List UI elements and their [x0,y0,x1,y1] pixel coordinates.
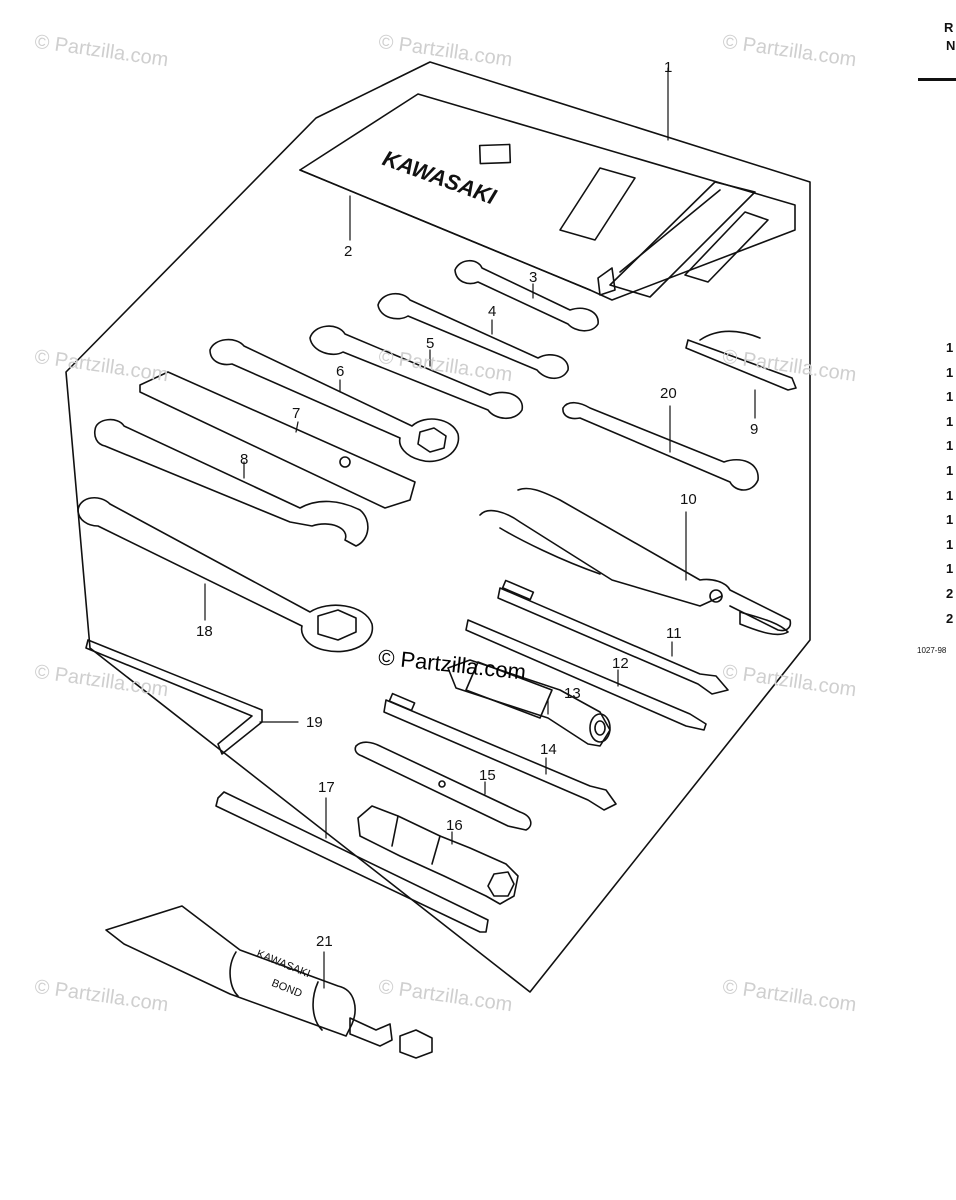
hex-key-19 [85,639,263,755]
callout-12: 12 [612,655,629,672]
right-header-line-1: R [944,20,954,35]
callout-13: 13 [564,685,581,702]
row-mark: 1 [946,512,954,528]
right-header-line-2: N [946,38,956,53]
box-outline [65,61,811,993]
callout-5: 5 [426,335,434,352]
bond-tube-21 [105,905,433,1059]
screwdriver-14 [383,692,617,811]
callout-6: 6 [336,363,344,380]
tube-label-line1: KAWASAKI [255,948,312,980]
row-mark: 1 [946,364,954,380]
wrench-4 [377,292,569,380]
row-mark: 1 [946,536,954,552]
row-mark: 1 [946,389,954,405]
row-mark: 1 [946,487,954,503]
callout-7: 7 [292,405,300,422]
flat-tool-15 [354,741,532,831]
right-header-rule [918,78,956,81]
flat-bar-7 [139,371,416,509]
wrench-3 [454,259,599,332]
bag-brand-text: KAWASAKI [379,145,500,209]
rod-17 [215,791,489,933]
row-mark: 1 [946,463,954,478]
socket-handle-13 [447,659,611,747]
reference-code: 1027-98 [917,646,947,655]
callout-14: 14 [540,741,557,758]
row-mark: 2 [946,610,954,626]
box-wrench-18 [77,497,374,653]
row-mark: 2 [946,586,954,601]
row-mark: 1 [946,561,954,577]
screwdriver-12 [465,619,707,731]
callout-11: 11 [666,625,682,642]
screwdriver-11 [497,579,729,695]
hook-spanner-8 [93,418,369,547]
tool-bag [299,93,796,301]
callout-17: 17 [318,779,335,796]
row-mark: 1 [946,340,954,355]
callout-20: 20 [660,385,677,402]
callout-18: 18 [196,623,213,640]
box-wrench-6 [209,338,460,463]
callout-9: 9 [750,421,758,438]
callout-8: 8 [240,451,248,468]
callout-15: 15 [479,767,496,784]
socket-16 [357,805,519,905]
callout-1: 1 [664,59,672,76]
pliers-10 [479,487,792,636]
callout-2: 2 [344,243,352,260]
callout-16: 16 [446,817,463,834]
wrench-5 [309,325,523,420]
callout-19: 19 [306,714,323,731]
pin-spanner-9 [685,330,797,391]
wrench-20 [562,401,759,491]
callout-4: 4 [488,303,496,320]
callout-3: 3 [529,269,537,286]
callout-21: 21 [316,933,333,950]
row-mark: 1 [946,413,954,429]
row-mark: 1 [946,438,954,454]
tube-label-line2: BOND [270,977,304,1000]
callout-10: 10 [680,491,697,508]
